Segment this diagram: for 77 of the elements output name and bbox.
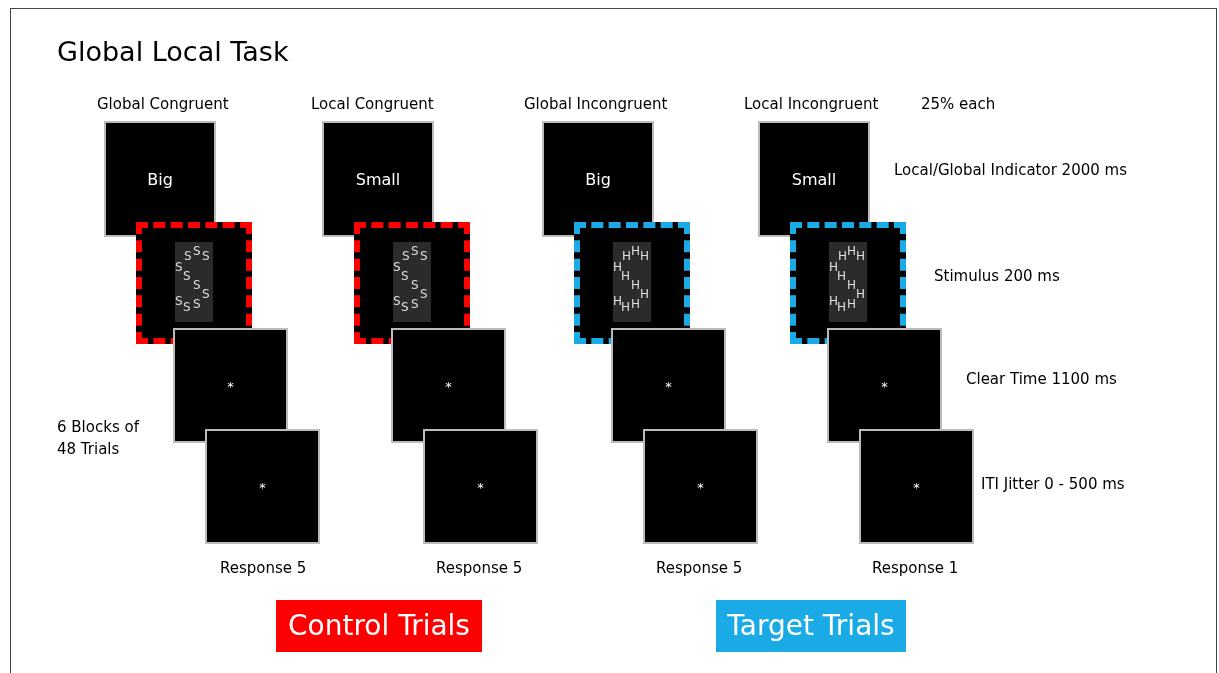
fixation-mark: * [664, 378, 673, 393]
stimulus-letter: H [837, 269, 847, 283]
cue-word: Small [790, 169, 838, 189]
stimulus-letter: H [847, 244, 857, 258]
cue-screen [104, 121, 216, 237]
stimulus-letter: H [640, 249, 650, 263]
stimulus-screen [790, 222, 906, 344]
stimulus-letter: S [193, 278, 201, 292]
stimulus-letter: S [175, 294, 183, 308]
stimulus-letter: S [183, 300, 191, 314]
stimulus-letter: H [837, 300, 847, 314]
fixation-mark: * [880, 378, 889, 393]
stimulus-letter: H [829, 294, 839, 308]
fixation-mark: * [226, 378, 235, 393]
stimulus-letter: H [829, 260, 839, 274]
clear-screen [611, 328, 726, 443]
iti-screen [205, 429, 320, 544]
stimulus-screen [136, 222, 252, 344]
stimulus-letter: S [175, 260, 183, 274]
stimulus-letter: S [411, 244, 419, 258]
stimulus-letter: H [613, 260, 623, 274]
stimulus-letter: S [411, 297, 419, 311]
stimulus-letter: S [393, 260, 401, 274]
stimulus-letter: H [856, 287, 866, 301]
text-label: Stimulus 200 ms [934, 267, 1060, 285]
stimulus-letter: S [411, 278, 419, 292]
cue-word: Big [146, 169, 174, 189]
stimulus-letter: H [847, 278, 857, 292]
iti-screen [643, 429, 758, 544]
stimulus-letter: S [402, 249, 410, 263]
stimulus-letter: H [847, 297, 857, 311]
cue-word: Small [354, 169, 402, 189]
title: Global Local Task [57, 36, 289, 67]
stimulus-letter: S [401, 300, 409, 314]
stimulus-letter: S [193, 244, 201, 258]
fixation-mark: * [444, 378, 453, 393]
clear-screen [173, 328, 288, 443]
text-label: Response 1 [872, 559, 959, 577]
stimulus-letter: H [622, 249, 632, 263]
category-label: Control Trials [276, 600, 482, 652]
category-label: Target Trials [716, 600, 906, 652]
stimulus-screen [574, 222, 690, 344]
clear-screen [391, 328, 506, 443]
iti-screen [859, 429, 974, 544]
stimulus-screen [354, 222, 470, 344]
stimulus-letter: S [401, 269, 409, 283]
stimulus-letter: H [621, 300, 631, 314]
text-label: Clear Time 1100 ms [966, 370, 1117, 388]
iti-screen [423, 429, 538, 544]
stimulus-letter: S [202, 287, 210, 301]
fixation-mark: * [912, 479, 921, 494]
stimulus-letter: S [202, 249, 210, 263]
stimulus-letter: S [420, 287, 428, 301]
stimulus-letter: H [838, 249, 848, 263]
stimulus-letter: H [631, 244, 641, 258]
cue-screen [322, 121, 434, 237]
fixation-mark: * [696, 479, 705, 494]
stimulus-letter: S [420, 249, 428, 263]
text-label: Local/Global Indicator 2000 ms [894, 161, 1127, 179]
stimulus-letter: S [193, 297, 201, 311]
text-label: 25% each [921, 95, 996, 113]
stimulus-letter: S [393, 294, 401, 308]
fixation-mark: * [258, 479, 267, 494]
fixation-mark: * [476, 479, 485, 494]
stimulus-letter: H [640, 287, 650, 301]
stimulus-letter: H [631, 278, 641, 292]
stimulus-letter: S [184, 249, 192, 263]
cue-screen [758, 121, 870, 237]
cue-word: Big [584, 169, 612, 189]
text-label: 6 Blocks of 48 Trials [57, 417, 141, 460]
stimulus-letter: H [621, 269, 631, 283]
stimulus-letter: S [183, 269, 191, 283]
stimulus-letter: H [856, 249, 866, 263]
clear-screen [827, 328, 942, 443]
stimulus-letter: H [631, 297, 641, 311]
cue-screen [542, 121, 654, 237]
stimulus-letter: H [613, 294, 623, 308]
